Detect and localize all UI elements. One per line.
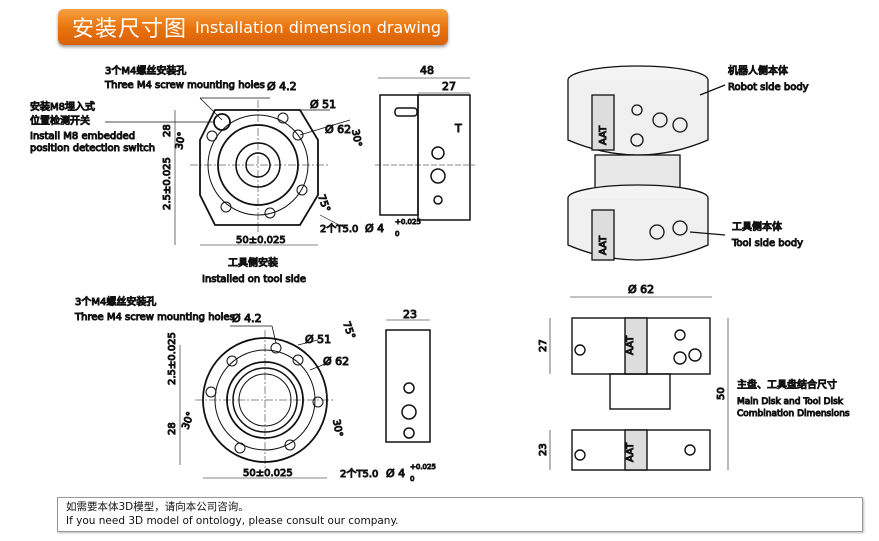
assembly-h50: 50 — [716, 387, 727, 400]
tool-side-cn: 工具侧本体 — [732, 220, 782, 233]
top-angle-30a: 30° — [349, 129, 363, 148]
bottom-pin-tol-lo: 0 — [410, 475, 414, 483]
robot-side-cn: 机器人侧本体 — [728, 64, 788, 77]
bottom-holes-label-cn: 3个M4螺丝安装孔 — [75, 295, 156, 308]
top-d51: Ø 51 — [310, 98, 336, 111]
top-side-mark: T — [454, 122, 462, 135]
bottom-width-50: 50±0.025 — [243, 468, 293, 479]
footer-note-cn: 如需要本体3D模型，请向本公司咨询。 — [66, 501, 249, 513]
top-caption-cn: 工具侧安装 — [228, 256, 278, 269]
bottom-flange-view — [179, 325, 335, 479]
bottom-height-25: 2.5±0.025 — [167, 332, 178, 385]
robot-side-en: Robot side body — [728, 82, 809, 93]
footer-note: 如需要本体3D模型，请向本公司咨询。 If you need 3D model … — [57, 497, 863, 532]
top-pin-tol-up: +0.025 — [395, 218, 421, 226]
top-pin-diameter: Ø 4 — [365, 222, 384, 235]
assembly-brand-top: AAT — [625, 335, 636, 355]
section-banner: 安装尺寸图 Installation dimension drawing — [58, 9, 448, 45]
top-flange-view — [105, 97, 351, 246]
top-side-view — [375, 77, 475, 221]
top-pin-tol-lo: 0 — [395, 230, 399, 238]
bottom-angle-30a: 30° — [180, 411, 196, 431]
top-pin-label: 2个T5.0 — [320, 223, 358, 235]
assembly-h27: 27 — [538, 339, 549, 352]
assembly-caption-en1: Main Disk and Tool Disk — [737, 397, 844, 407]
top-d62: Ø 62 — [325, 123, 351, 136]
switch-label-cn2: 位置检测开关 — [30, 114, 90, 127]
bottom-side-view — [385, 319, 431, 443]
top-width-48: 48 — [420, 64, 434, 77]
bottom-angle-75: 75° — [340, 320, 356, 340]
bottom-height-28: 28 — [167, 422, 178, 435]
top-holes-label-cn: 3个M4螺丝安装孔 — [105, 64, 186, 77]
switch-label-en1: Install M8 embedded — [30, 131, 135, 142]
top-width-50: 50±0.025 — [236, 235, 286, 246]
assembly-side-view — [549, 296, 729, 471]
brand-logo-robot: AAT — [598, 125, 609, 145]
bottom-d51: Ø 51 — [305, 333, 331, 346]
banner-title-en: Installation dimension drawing — [195, 17, 442, 37]
bottom-hole-diameter: Ø 4.2 — [232, 312, 262, 325]
bottom-pin-tol-up: +0.025 — [410, 463, 436, 471]
top-holes-label-en: Three M4 screw mounting holes — [104, 80, 265, 91]
switch-label-cn1: 安装M8埋入式 — [30, 100, 95, 113]
assembly-caption-cn: 主盘、工具盘结合尺寸 — [737, 378, 837, 391]
assembly-brand-bottom: AAT — [625, 442, 636, 462]
top-hole-diameter: Ø 4.2 — [267, 80, 297, 93]
banner-title-cn: 安装尺寸图 — [72, 17, 188, 42]
assembly-h23: 23 — [538, 443, 549, 456]
top-angle-30b: 30° — [174, 131, 188, 150]
brand-logo-tool: AAT — [598, 235, 609, 255]
top-angle-75: 75° — [315, 193, 331, 213]
assembly-caption-en2: Combination Dimensions — [737, 409, 850, 419]
top-height-25: 2.5±0.025 — [162, 157, 173, 210]
top-caption-en: Installed on tool side — [202, 274, 306, 285]
bottom-pin-label: 2个T5.0 — [340, 468, 378, 480]
bottom-width-23: 23 — [403, 308, 417, 321]
footer-note-en: If you need 3D model of ontology, please… — [66, 515, 399, 527]
tool-side-en: Tool side body — [731, 238, 803, 249]
bottom-pin-diameter: Ø 4 — [386, 467, 405, 480]
assembly-d62: Ø 62 — [628, 283, 654, 296]
bottom-angle-30b: 30° — [330, 419, 344, 438]
top-height-28: 28 — [162, 124, 173, 137]
top-width-27: 27 — [442, 80, 456, 93]
product-3d-view — [567, 65, 726, 261]
bottom-d62: Ø 62 — [323, 355, 349, 368]
bottom-holes-label-en: Three M4 screw mounting holes — [74, 312, 235, 323]
switch-label-en2: position detection switch — [30, 143, 155, 154]
